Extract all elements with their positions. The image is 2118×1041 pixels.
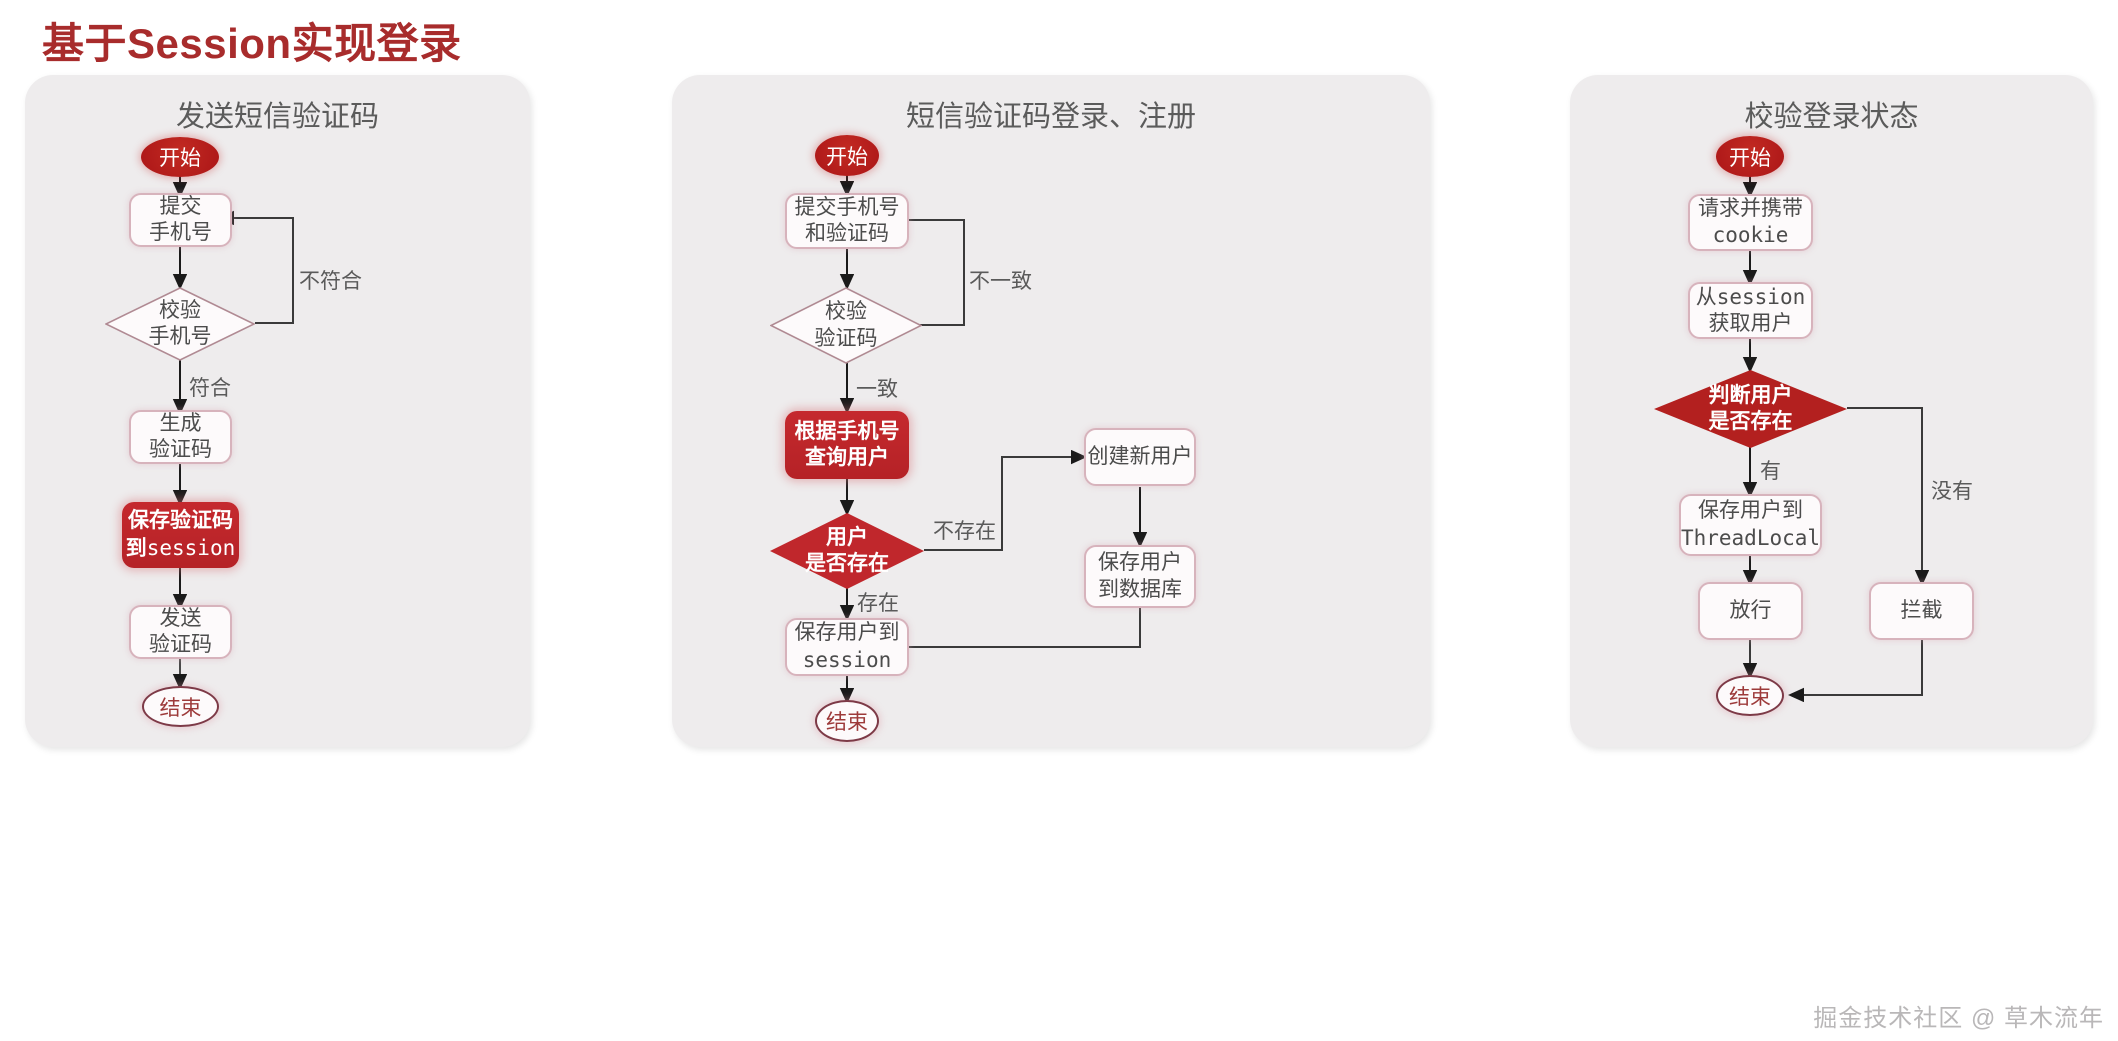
panel-title-check-login-state: 校验登录状态 [1744,101,1919,133]
node-save-code-session[interactable]: 保存验证码到session [122,502,239,568]
diamond-shape [1654,370,1847,448]
node-label: 结束 [159,696,202,720]
node-pass[interactable]: 放行 [1698,582,1803,640]
node-block[interactable]: 拦截 [1869,582,1974,640]
node-label: 保存验证码到session [125,509,236,560]
watermark: 掘金技术社区 @ 草木流年 [1813,1005,2104,1032]
node-label: 结束 [1729,685,1771,709]
panel-1-connectors [172,175,294,690]
edge-label-mismatch: 不一致 [969,270,1032,293]
edge-label-has-not: 没有 [1931,480,1973,503]
edge-label-not-match: 不符合 [299,270,362,293]
node-save-user-db[interactable]: 保存用户到数据库 [1084,545,1196,608]
panel-send-sms-code: 发送短信验证码 开始 提交手机号 [25,75,530,747]
node-check-phone[interactable]: 校验手机号 [105,287,255,361]
node-label: 根据手机号查询用户 [794,419,900,469]
node-submit-phone[interactable]: 提交手机号 [129,193,232,247]
node-label: 提交手机号 [149,194,212,244]
panel-title-send-sms-code: 发送短信验证码 [175,101,379,133]
node-label: 保存用户到数据库 [1098,551,1182,601]
node-end-panel3[interactable]: 结束 [1716,675,1784,716]
node-send-code[interactable]: 发送验证码 [129,605,232,659]
panel-title-sms-login-register: 短信验证码登录、注册 [905,101,1196,133]
edge-label-not-exists: 不存在 [933,520,996,543]
node-query-user[interactable]: 根据手机号查询用户 [785,411,909,479]
node-check-code[interactable]: 校验验证码 [770,287,922,364]
diamond-shape [770,287,922,364]
node-label: 生成验证码 [149,411,212,461]
edge-label-match: 符合 [189,377,231,400]
page-title: 基于Session实现登录 [42,20,462,67]
panel-sms-login-register: 短信验证码登录、注册 [672,75,1430,747]
node-end-panel2[interactable]: 结束 [815,700,879,742]
node-start-panel1[interactable]: 开始 [141,137,219,177]
node-label: 结束 [826,711,868,734]
node-label: 校验验证码 [814,300,878,350]
node-label: 判断用户是否存在 [1708,383,1793,433]
panel-check-login-state: 校验登录状态 开始 [1570,75,2093,747]
node-label: 放行 [1729,598,1772,622]
diamond-shape [770,513,924,589]
edge-label-match: 一致 [856,378,898,401]
node-label: 发送验证码 [149,606,212,656]
diamond-shape [105,287,255,361]
node-label: 提交手机号和验证码 [794,195,900,245]
node-label: 创建新用户 [1087,444,1193,468]
node-create-user[interactable]: 创建新用户 [1084,428,1196,486]
edge-label-has: 有 [1760,460,1781,483]
node-label: 开始 [1729,146,1771,170]
node-label: 开始 [159,147,201,170]
node-label: 校验手机号 [148,298,212,348]
node-submit-phone-code[interactable]: 提交手机号和验证码 [785,193,909,249]
node-gen-code[interactable]: 生成验证码 [129,410,232,464]
node-label: 用户是否存在 [805,525,889,575]
node-start-panel2[interactable]: 开始 [815,135,879,176]
node-end-panel1[interactable]: 结束 [142,686,219,727]
node-label: 拦截 [1900,598,1943,622]
edge-label-exists: 存在 [857,592,899,615]
node-start-panel3[interactable]: 开始 [1716,136,1784,177]
node-judge-user[interactable]: 判断用户是否存在 [1654,370,1847,448]
node-label: 开始 [826,145,868,169]
node-user-exists[interactable]: 用户是否存在 [770,513,924,589]
